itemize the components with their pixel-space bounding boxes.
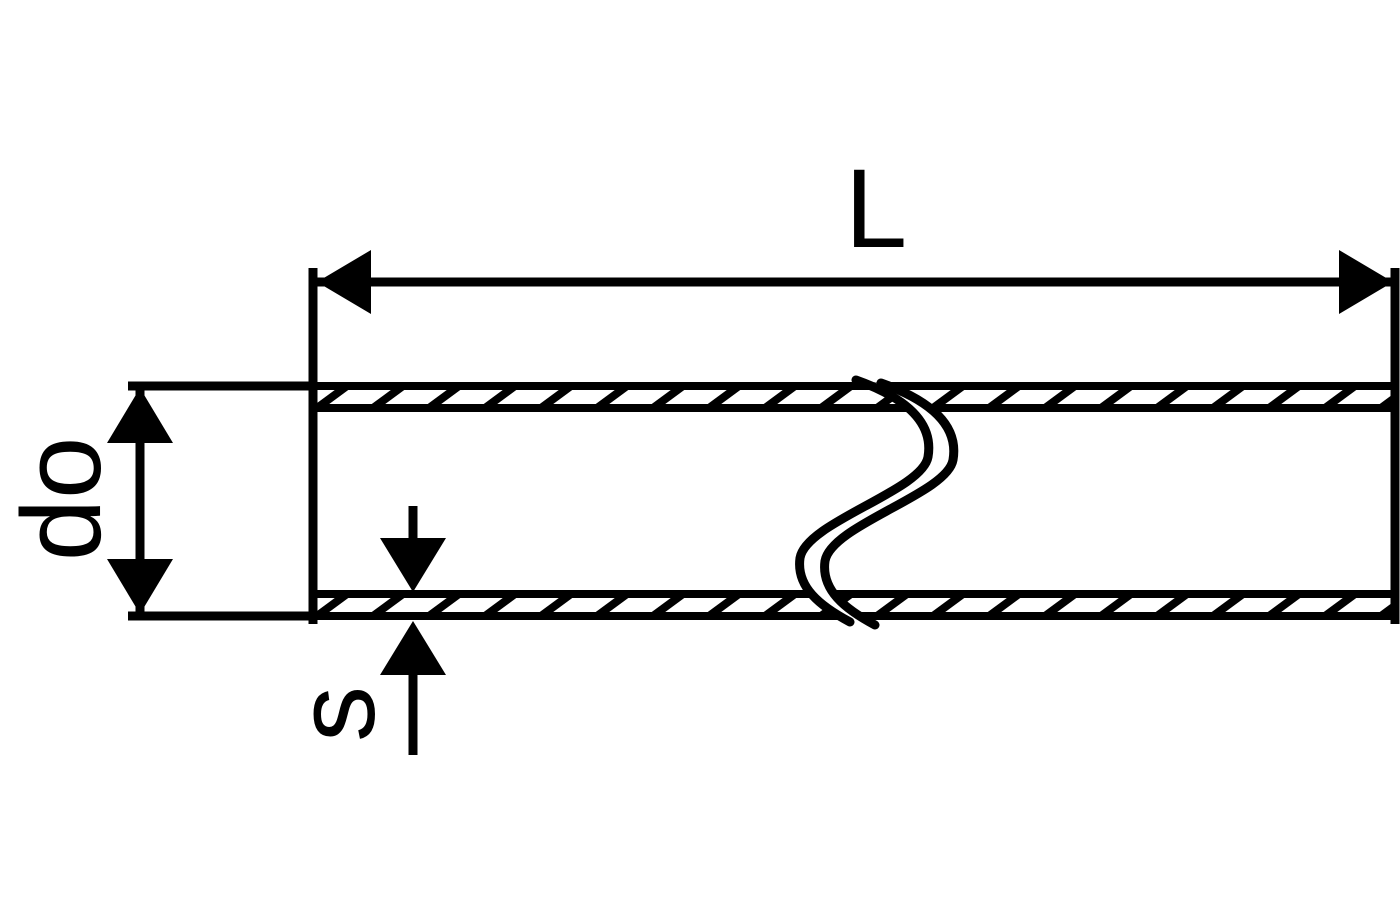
- pipe-break-symbol: [795, 375, 959, 630]
- outer-diameter-arrowhead-down: [107, 559, 173, 614]
- outer-diameter-dimension: do: [0, 381, 316, 621]
- wall-thickness-arrowhead-down: [380, 538, 446, 592]
- outer-diameter-arrowhead-up: [107, 388, 173, 443]
- break-curve-left: [795, 375, 934, 627]
- length-dimension: L: [308, 146, 1400, 624]
- wall-thickness-arrowhead-up: [380, 621, 446, 675]
- length-arrowhead-left: [317, 250, 371, 314]
- pipe-body: [313, 382, 1399, 620]
- length-label: L: [845, 146, 907, 271]
- length-arrowhead-right: [1339, 250, 1393, 314]
- outer-diameter-label: do: [0, 437, 124, 562]
- wall-thickness-dimension: s: [273, 506, 446, 755]
- wall-thickness-label: s: [273, 686, 398, 742]
- break-curve-right: [820, 378, 959, 630]
